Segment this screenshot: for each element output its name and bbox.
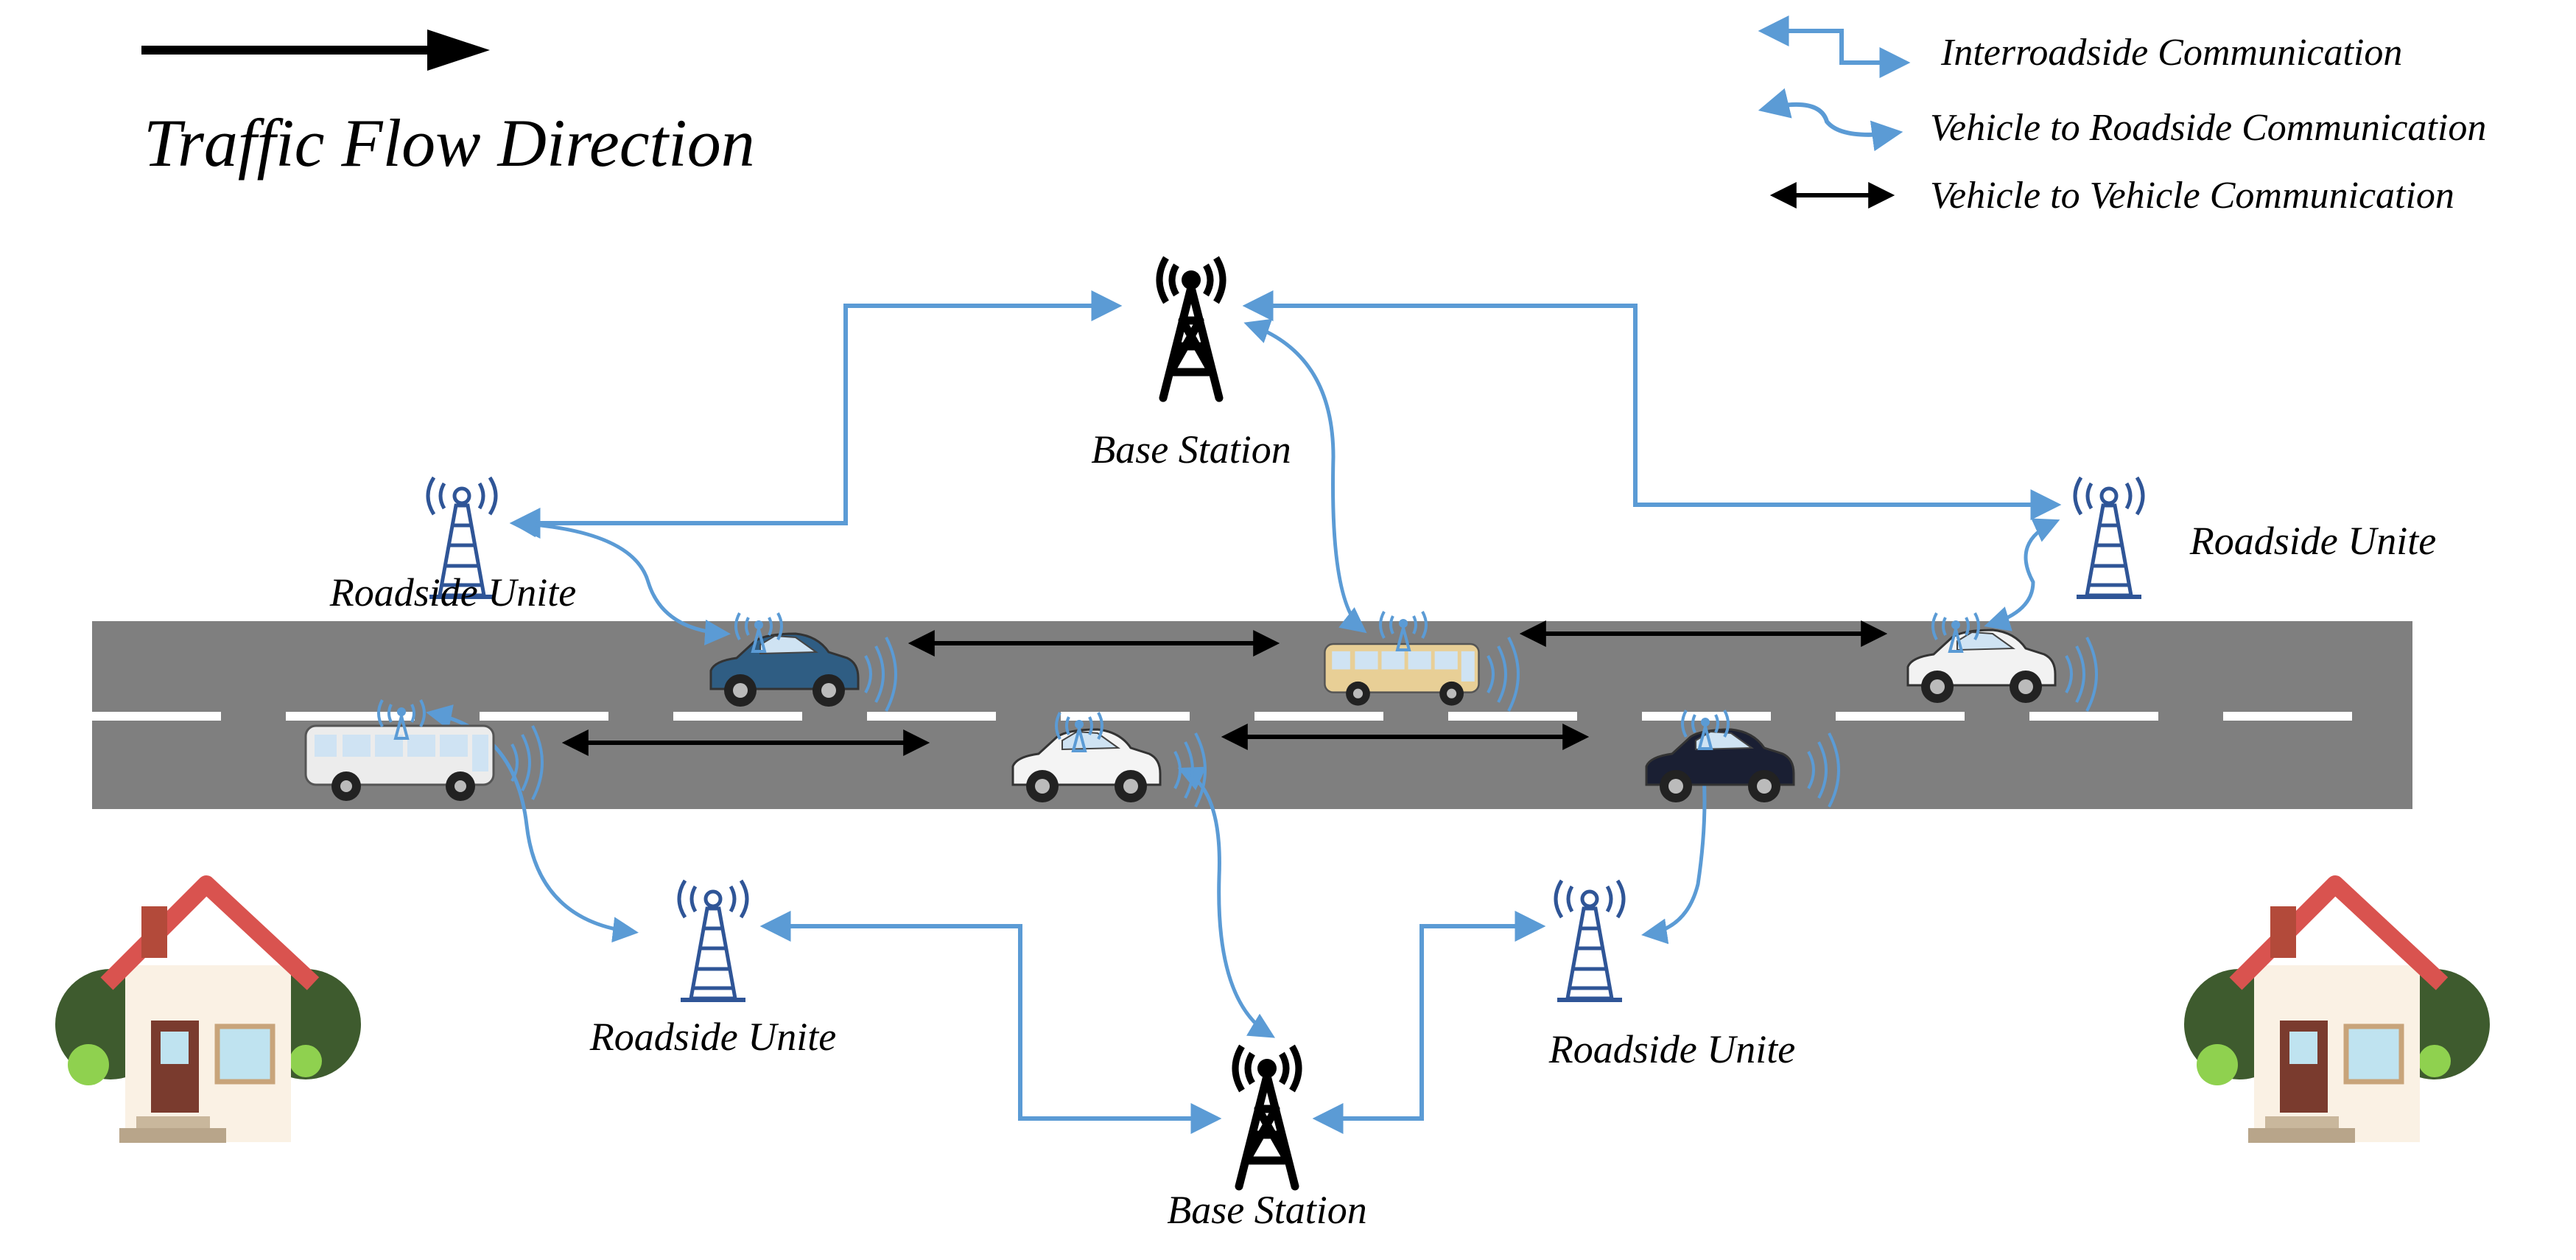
rsu-bottom-right-label: Roadside Unite — [1548, 1027, 1795, 1071]
rsu-top-left-label: Roadside Unite — [329, 570, 576, 615]
link-base-bottom-to-rsu-bottom-right — [1312, 911, 1546, 1134]
base-station-top-icon — [1159, 258, 1223, 398]
rsu-bottom-left-label: Roadside Unite — [589, 1015, 836, 1059]
link-rsu-bottom-left-to-base-bottom — [759, 911, 1222, 1134]
base-station-bottom-icon — [1235, 1046, 1299, 1186]
rsu-top-right-icon — [2075, 477, 2143, 597]
house-left — [55, 884, 361, 1143]
v2r-link-1 — [510, 511, 731, 645]
traffic-flow-title: Traffic Flow Direction — [144, 105, 755, 181]
house-right — [2184, 884, 2490, 1143]
legend-v2v-label: Vehicle to Vehicle Communication — [1930, 175, 2454, 217]
rsu-bottom-left-icon — [679, 881, 747, 1000]
base-station-top-label: Base Station — [1091, 427, 1291, 472]
legend-v2r-line — [1758, 88, 1903, 152]
base-station-bottom-label: Base Station — [1167, 1188, 1366, 1232]
legend-interroadside-label: Interroadside Communication — [1940, 32, 2402, 74]
rsu-top-right-label: Roadside Unite — [2189, 519, 2436, 563]
legend: Interroadside Communication Vehicle to R… — [1758, 15, 2486, 217]
legend-interroadside-line — [1758, 15, 1911, 78]
v2r-link-5 — [1177, 766, 1275, 1038]
rsu-bottom-right-icon — [1556, 881, 1624, 1000]
link-rsu-top-left-to-base-top — [509, 290, 1123, 539]
link-base-top-to-rsu-top-right — [1242, 290, 2062, 520]
v2r-link-3 — [1984, 518, 2060, 631]
v2r-link-2 — [1243, 318, 1367, 634]
legend-v2r-label: Vehicle to Roadside Communication — [1930, 107, 2486, 149]
flow-direction-arrow-head — [427, 29, 490, 71]
